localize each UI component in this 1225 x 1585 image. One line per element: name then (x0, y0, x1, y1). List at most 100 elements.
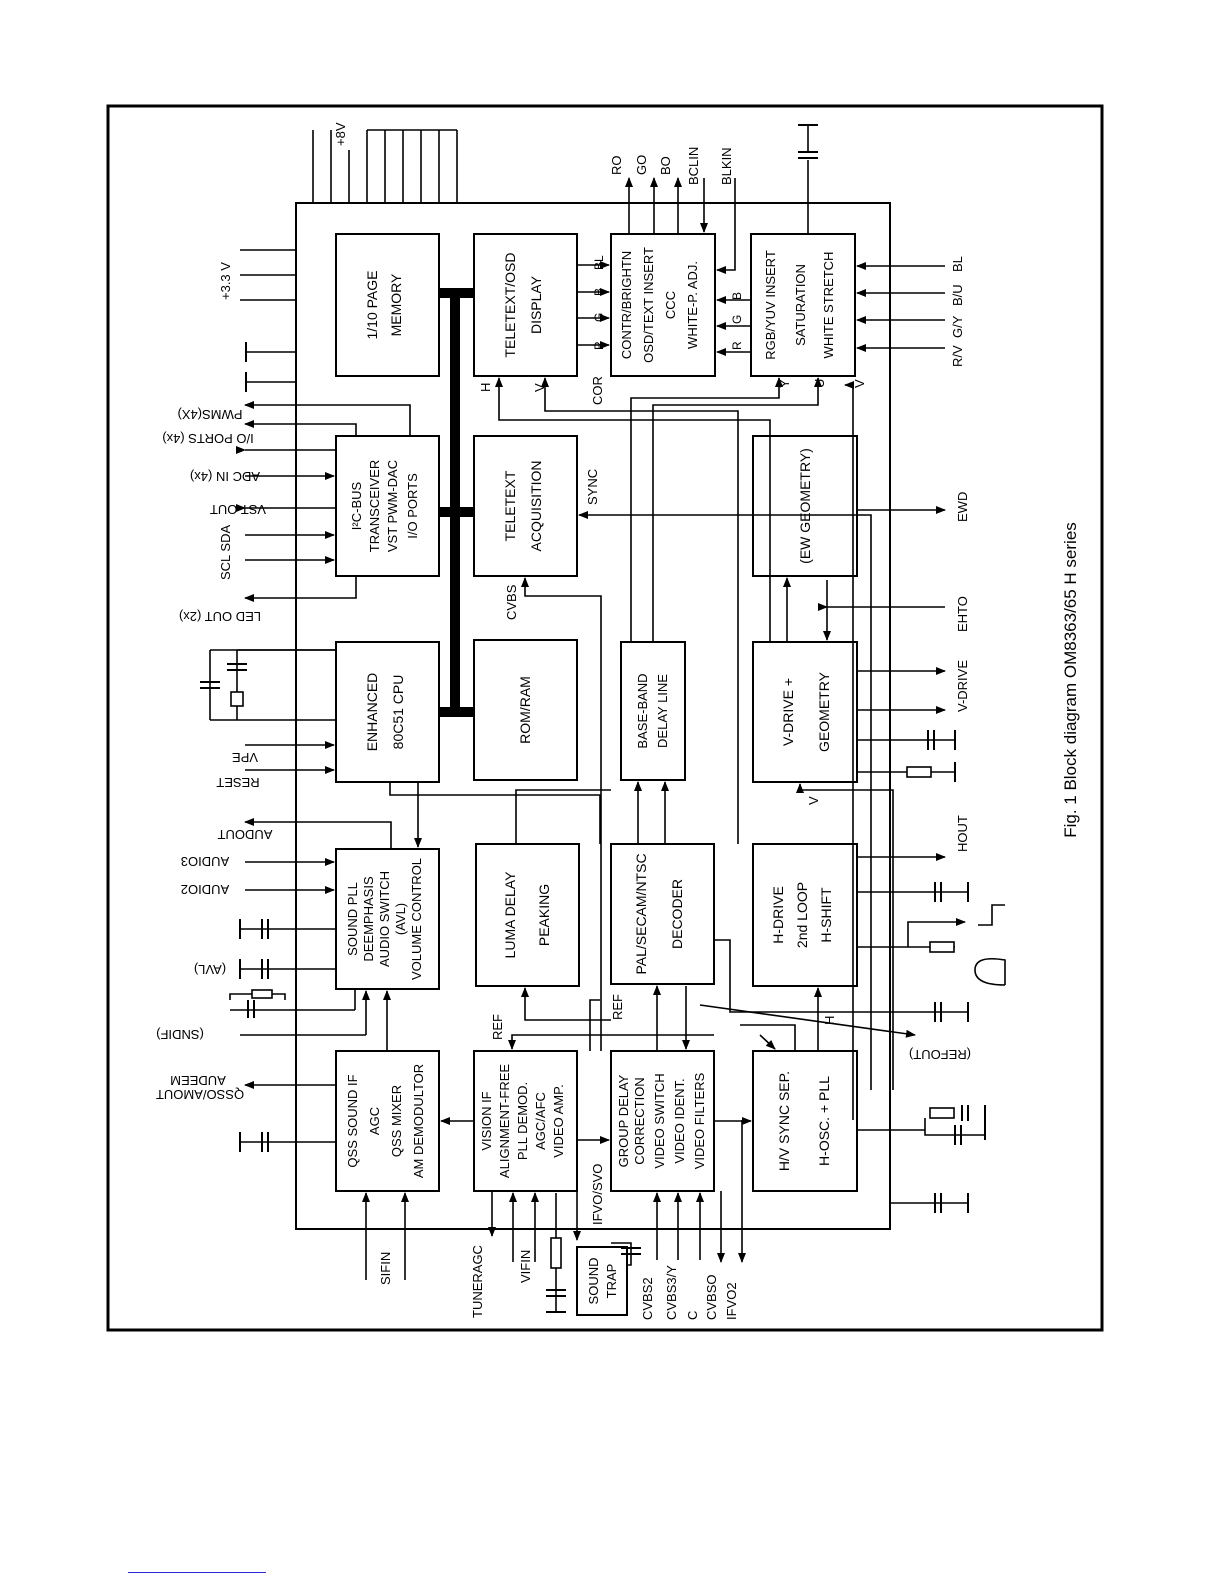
rgb-line-3: WHITE STRETCH (821, 252, 836, 359)
block-luma: LUMA DELAY PEAKING (475, 843, 580, 987)
label-bl: BL (950, 256, 965, 272)
label-ref-2: REF (610, 994, 625, 1020)
label-bl-in: BL (592, 255, 606, 270)
i2c-line-2: TRANSCEIVER (367, 460, 382, 552)
label-bo: BO (658, 156, 673, 175)
label-sync: SYNC (585, 469, 600, 505)
label-cvbs2: CVBS2 (640, 1277, 655, 1320)
memory-line-1: 1/10 PAGE (364, 270, 380, 339)
label-pwms: PWMS(4X) (178, 407, 243, 422)
label-rv: R/V (950, 345, 965, 367)
luma-line-1: LUMA DELAY (502, 871, 518, 959)
block-hvsync: H/V SYNC SEP. H-OSC. + PLL (752, 1050, 858, 1192)
label-b-rgb: B (730, 292, 744, 300)
label-sifin: SIFIN (378, 1252, 393, 1285)
label-ewd: EWD (955, 492, 970, 522)
gdc-line-4: VIDEO IDENT. (672, 1078, 687, 1163)
hdrive-line-1: H-DRIVE (770, 886, 786, 944)
footer-rule (128, 1572, 266, 1573)
qss-line-4: AM DEMODULTOR (411, 1064, 426, 1178)
sound-line-3: AUDIO SWITCH (377, 871, 392, 967)
label-r-rgb: R (730, 341, 744, 350)
sound-line-1: SOUND PLL (345, 882, 360, 956)
memory-line-2: MEMORY (388, 273, 404, 336)
vdrive-line-2: GEOMETRY (816, 671, 832, 752)
vdrive-line-1: V-DRIVE + (780, 678, 796, 746)
block-soundtrap: SOUND TRAP (576, 1246, 628, 1316)
label-avl: (AVL) (194, 962, 226, 977)
label-cvbs3: CVBS3/Y (664, 1265, 679, 1320)
internal-bus (438, 288, 474, 717)
label-ioports: I/O PORTS (4x) (162, 431, 254, 446)
hvsync-line-2: H-OSC. + PLL (816, 1076, 832, 1166)
contr-line-2: OSD/TEXT INSERT (641, 247, 656, 363)
rgb-line-1: RGB/YUV INSERT (763, 250, 778, 360)
sound-line-4: (AVL) (393, 903, 408, 935)
decoder-line-1: PAL/SECAM/NTSC (633, 853, 649, 974)
rgb-line-2: SATURATION (793, 264, 808, 346)
label-refout: (REFOUT) (909, 1047, 971, 1062)
label-go: GO (634, 155, 649, 175)
qss-line-1: QSS SOUND IF (345, 1074, 360, 1167)
label-ehto: EHTO (955, 596, 970, 632)
chip-outline (295, 202, 891, 1230)
block-cpu: ENHANCED 80C51 CPU (335, 641, 440, 783)
label-v-2: V (852, 379, 867, 388)
label-scl-sda: SCL SDA (218, 525, 233, 580)
label-v-1: V (532, 383, 547, 392)
label-reset: RESET (216, 775, 259, 790)
label-sndif: (SNDIF) (156, 1027, 204, 1042)
label-b-in: B (592, 288, 606, 296)
label-cvbs: CVBS (504, 584, 519, 620)
label-audout: AUDOUT (217, 827, 272, 842)
label-ro: RO (609, 156, 624, 176)
luma-line-2: PEAKING (536, 884, 552, 946)
label-h-2: H (822, 1016, 837, 1025)
gdc-line-2: CORRECTION (632, 1077, 647, 1164)
qss-line-3: QSS MIXER (389, 1085, 404, 1157)
label-audio3: AUDIO3 (181, 854, 229, 869)
block-acquisition: TELETEXT ACQUISITION (473, 435, 578, 577)
vif-line-1: VISION IF (479, 1091, 494, 1150)
i2c-line-3: VST PWM-DAC (385, 460, 400, 552)
baseband-line-2: DELAY LINE (655, 674, 670, 748)
block-vdrive: V-DRIVE + GEOMETRY (752, 641, 858, 783)
label-blkin: BLKIN (719, 147, 734, 185)
outer-frame (106, 104, 1104, 1332)
block-memory: 1/10 PAGE MEMORY (335, 233, 440, 377)
hdrive-line-3: H-SHIFT (818, 887, 834, 943)
vif-line-3: PLL DEMOD. (515, 1082, 530, 1160)
label-ledout: LED OUT (2x) (179, 609, 261, 624)
contr-line-4: WHITE-P. ADJ. (685, 261, 700, 349)
block-contr: CONTR/BRIGHTN OSD/TEXT INSERT CCC WHITE-… (610, 233, 716, 377)
hdrive-line-2: 2nd LOOP (794, 882, 810, 948)
decoder-line-2: DECODER (669, 879, 685, 949)
block-romram: ROM/RAM (473, 639, 578, 781)
label-u: U (812, 379, 827, 388)
vif-line-2: ALIGNMENT-FREE (497, 1064, 512, 1178)
osd-line-1: TELETEXT/OSD (502, 252, 518, 357)
contr-line-1: CONTR/BRIGHTN (619, 251, 634, 359)
label-c: C (685, 1311, 700, 1320)
block-i2c: I²C-BUS TRANSCEIVER VST PWM-DAC I/O PORT… (335, 435, 440, 577)
figure-caption: Fig. 1 Block diagram OM8363/65 H series (1061, 522, 1080, 838)
osd-line-2: DISPLAY (528, 275, 544, 334)
block-sound: SOUND PLL DEEMPHASIS AUDIO SWITCH (AVL) … (335, 848, 440, 990)
block-hdrive: H-DRIVE 2nd LOOP H-SHIFT (752, 843, 858, 987)
label-qsso: QSSO/AMOUT (156, 1087, 244, 1102)
sound-line-5: VOLUME CONTROL (409, 858, 424, 980)
label-ifvo: IFVO/SVO (590, 1164, 605, 1225)
label-vifin: VIFIN (518, 1250, 533, 1283)
label-ref-1: REF (490, 1014, 505, 1040)
label-cvbso: CVBSO (704, 1274, 719, 1320)
label-hout: HOUT (955, 815, 970, 852)
block-gdc: GROUP DELAY CORRECTION VIDEO SWITCH VIDE… (610, 1050, 715, 1192)
label-vdrive: V-DRIVE (955, 660, 970, 712)
block-vif: VISION IF ALIGNMENT-FREE PLL DEMOD. AGC/… (473, 1050, 578, 1192)
label-3v3: +3.3 V (218, 262, 233, 300)
gdc-line-5: VIDEO FILTERS (692, 1072, 707, 1169)
i2c-line-1: I²C-BUS (349, 481, 364, 530)
romram-line-1: ROM/RAM (517, 676, 533, 744)
block-baseband: BASE-BAND DELAY LINE (620, 641, 686, 781)
